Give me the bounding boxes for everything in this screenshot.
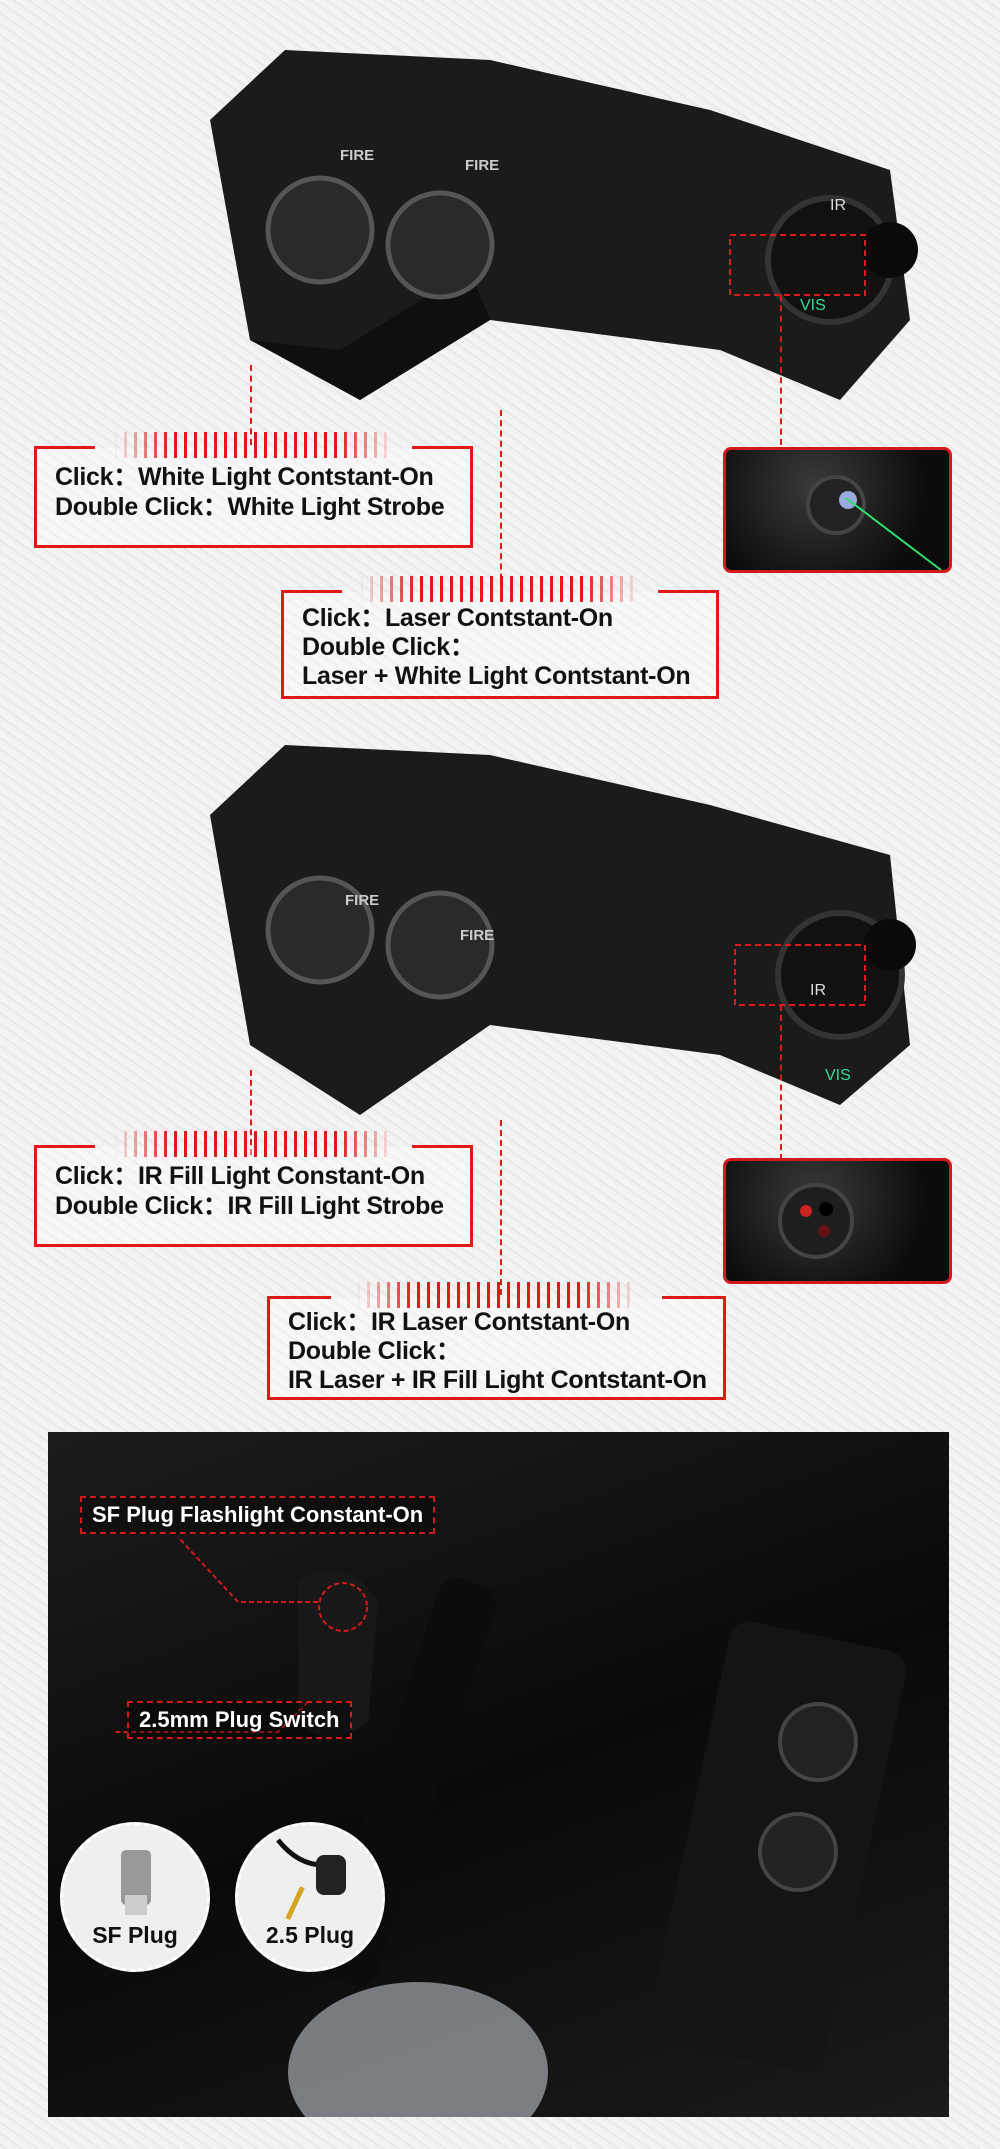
tick-decoration	[113, 1131, 394, 1157]
tick-decoration	[360, 576, 640, 602]
sf-plug-caption: SF Plug	[92, 1922, 178, 1948]
callout-line: IR Laser + IR Fill Light Contstant-On	[288, 1366, 707, 1394]
callout-ir-fill: Click：IR Fill Light Constant-On Double C…	[34, 1131, 474, 1247]
product-photo-scene: SF Plug Flashlight Constant-On 2.5mm Plu…	[48, 1432, 949, 2117]
ir-label: IR	[830, 197, 846, 214]
green-laser-inset-photo	[723, 447, 952, 573]
plug-switch-label: 2.5mm Plug Switch	[127, 1701, 352, 1739]
callout-line: Click：IR Fill Light Constant-On	[55, 1162, 425, 1190]
ir-laser-inset-photo	[723, 1158, 952, 1284]
2-5-plug-caption: 2.5 Plug	[265, 1922, 355, 1948]
vis-label: VIS	[825, 1067, 851, 1084]
fire-label: FIRE	[340, 147, 374, 164]
callout-ir-laser: Click：IR Laser Contstant-On Double Click…	[267, 1282, 726, 1400]
laser-device-illustration-2: FIRE FIRE IR VIS	[210, 745, 916, 1115]
callout-line: Double Click：	[302, 633, 475, 661]
callout-line: Double Click：	[288, 1337, 461, 1365]
callout-laser: Click：Laser Contstant-On Double Click： L…	[281, 576, 720, 699]
callout-white-light: Click：White Light Contstant-On Double Cl…	[34, 432, 474, 548]
tick-decoration	[356, 1282, 637, 1308]
callout-line: Click：White Light Contstant-On	[55, 463, 434, 491]
callout-line: Click：Laser Contstant-On	[302, 604, 613, 632]
sf-plug-image: SF Plug	[60, 1822, 210, 1972]
callout-line: Double Click：White Light Strobe	[55, 493, 445, 521]
2-5-plug-image: 2.5 Plug	[235, 1822, 385, 1972]
callout-line: Laser + White Light Contstant-On	[302, 662, 691, 690]
fire-label: FIRE	[465, 157, 499, 174]
fire-label: FIRE	[460, 927, 494, 944]
tick-decoration	[113, 432, 394, 458]
callout-line: Double Click：IR Fill Light Strobe	[55, 1192, 444, 1220]
callout-line: Click：IR Laser Contstant-On	[288, 1308, 630, 1336]
sf-plug-flashlight-label: SF Plug Flashlight Constant-On	[80, 1496, 436, 1534]
ir-label: IR	[810, 982, 826, 999]
vis-label: VIS	[800, 297, 826, 314]
laser-device-illustration-1: FIRE FIRE IR VIS	[210, 50, 918, 400]
fire-label: FIRE	[345, 892, 379, 909]
